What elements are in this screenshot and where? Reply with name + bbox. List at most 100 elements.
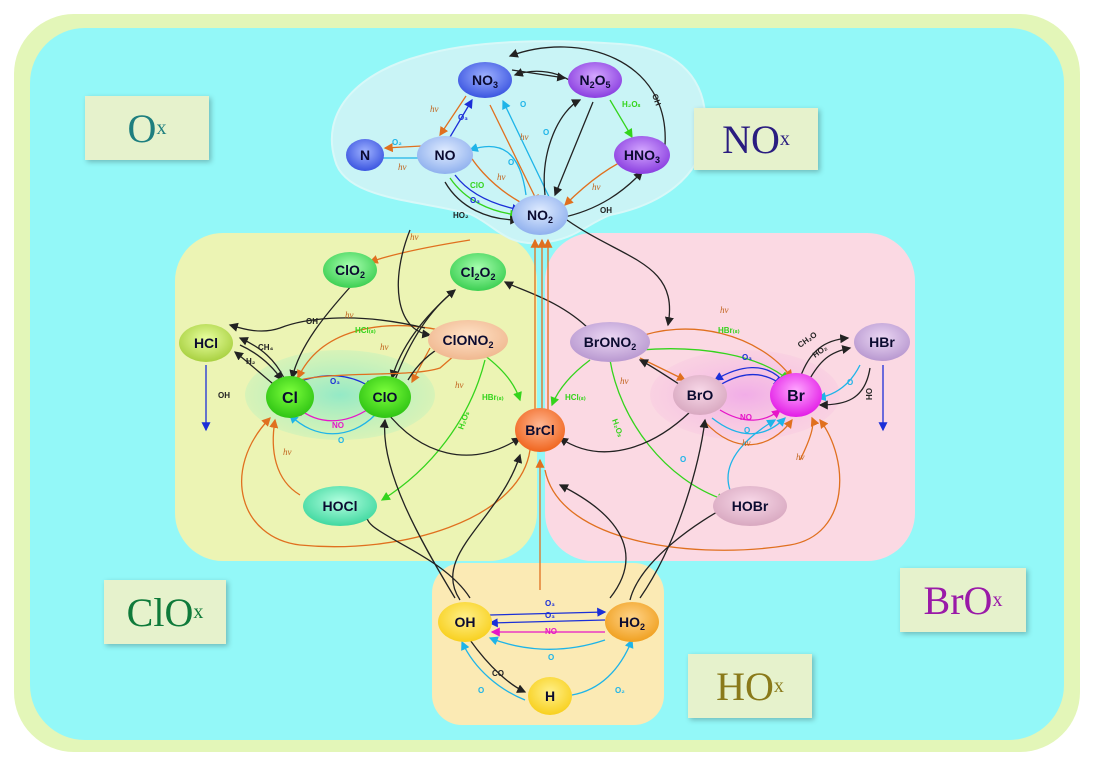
arrow-clono2-to-hocl (380, 359, 486, 501)
node-hocl[interactable]: HOCl (303, 486, 377, 526)
svg-text:BrCl: BrCl (525, 422, 555, 438)
arrow-no-to-no2-clo (449, 177, 520, 219)
arrow-no-to-no2-ho2 (444, 181, 520, 225)
label-o-bro: O (744, 426, 750, 435)
node-oh[interactable]: OH (438, 602, 492, 642)
svg-text:ClONO2: ClONO2 (443, 332, 494, 350)
node-brono2[interactable]: BrONO2 (570, 322, 650, 362)
svg-text:NO2: NO2 (527, 207, 553, 225)
svg-text:N: N (360, 147, 370, 163)
svg-text:N2O5: N2O5 (579, 72, 610, 90)
arrow-oh-to-h-co (469, 639, 527, 693)
svg-text:ClO: ClO (373, 389, 398, 405)
node-no[interactable]: NO (417, 136, 473, 174)
arrow-oh-to-brcl (452, 453, 523, 601)
node-bro[interactable]: BrO (673, 375, 727, 415)
family-clox-sub: x (193, 600, 204, 623)
svg-text:NO: NO (435, 147, 456, 163)
label-hv-n: hν (398, 162, 407, 172)
label-oh-no3: OH (650, 93, 663, 108)
node-n2o5[interactable]: N2O5 (568, 62, 622, 98)
node-cl[interactable]: Cl (266, 376, 314, 418)
arrow-hbr-to-br-oh (818, 367, 871, 410)
svg-text:HO2: HO2 (619, 614, 645, 632)
svg-text:HNO3: HNO3 (624, 147, 660, 165)
node-hcl[interactable]: HCl (179, 324, 233, 362)
node-no3[interactable]: NO3 (458, 62, 512, 98)
node-ho2[interactable]: HO2 (605, 602, 659, 642)
hox-region (432, 563, 664, 725)
label-o3-br: O₃ (742, 353, 752, 362)
arrow-brono2-to-br-hv (629, 328, 793, 380)
arrow-hobr-to-br-hv (799, 416, 820, 461)
label-hv-clono2: hν (380, 342, 389, 352)
label-hv-hocl: hν (283, 447, 292, 457)
svg-text:ClO2: ClO2 (335, 262, 365, 280)
arrow-no3-to-no2-hv (489, 104, 539, 205)
node-hbr[interactable]: HBr (854, 323, 910, 361)
node-clo2[interactable]: ClO2 (323, 252, 377, 288)
arrow-brcl-to-br-hv (544, 418, 841, 551)
label-o3-cl: O₃ (330, 377, 340, 386)
label-hv-brono2-br: hν (720, 305, 729, 315)
svg-text:NO3: NO3 (472, 72, 498, 90)
label-oh-hbr: OH (864, 388, 873, 400)
label-o3-ho2: O₃ (545, 611, 555, 620)
arrow-hcl-to-cl-oh (239, 344, 283, 382)
svg-text:HOBr: HOBr (732, 498, 769, 514)
arrow-no-to-no2-o3 (454, 174, 522, 213)
node-h[interactable]: H (528, 677, 572, 715)
label-o-h: O (478, 686, 484, 695)
node-n[interactable]: N (346, 139, 384, 171)
label-o3-oh: O₃ (545, 599, 555, 608)
label-o3-no: O₃ (470, 196, 480, 205)
label-hv-bro: hν (742, 438, 751, 448)
arrow-n2o5-to-hno3 (609, 99, 633, 139)
arrow-clono2-to-hcl-oh (228, 317, 426, 332)
arrow-clo-to-cl-o (289, 414, 376, 435)
node-hobr[interactable]: HOBr (713, 486, 787, 526)
label-o2-n: O₂ (392, 138, 402, 147)
svg-text:HBr: HBr (869, 334, 895, 350)
node-brcl[interactable]: BrCl (515, 408, 565, 452)
arrow-to-clo2-hv (368, 239, 471, 264)
arrow-no-to-no3 (449, 98, 473, 138)
label-o-no3: O (520, 100, 526, 109)
arrow-oh-to-clo (379, 418, 456, 599)
arrow-br-bro-o3 (713, 367, 783, 381)
label-h2o-n2o5: H₂Oₛ (622, 100, 641, 109)
node-no2[interactable]: NO2 (512, 195, 568, 235)
arrow-bro-to-br-o (711, 417, 786, 435)
arrow-ho2-to-bro (639, 418, 709, 599)
arrow-ho2-to-brcl (558, 484, 627, 599)
label-ho2-no: HO₂ (453, 211, 469, 220)
label-hv-no3-no2: hν (520, 132, 529, 142)
arrow-br-to-hbr-ho2 (807, 345, 852, 383)
arrow-brcl-to-cl-hv (241, 417, 531, 548)
label-hv-hobr: hν (796, 452, 805, 462)
node-clo[interactable]: ClO (359, 376, 411, 418)
node-clono2[interactable]: ClONO2 (428, 320, 508, 360)
arrow-no2-to-no-o (468, 143, 527, 196)
arrow-no2-to-clono2 (397, 229, 432, 339)
arrow-hobr-to-br-o (727, 419, 777, 491)
label-oh-clono2-hcl: OH (306, 317, 318, 326)
node-br[interactable]: Br (770, 373, 822, 417)
label-hv-clono2-cl: hν (345, 310, 354, 320)
arrow-ho2-to-oh-o3 (488, 618, 606, 628)
label-hbr-s-brono2: HBr₍ₛ₎ (718, 326, 740, 335)
label-no-bro: NO (740, 413, 752, 422)
node-hno3[interactable]: HNO3 (614, 136, 670, 174)
label-o-hbr: O (847, 378, 853, 387)
arrow-bro-to-brcl (558, 411, 691, 453)
arrow-no2-to-hno3-oh (559, 171, 643, 219)
node-cl2o2[interactable]: Cl2O2 (450, 253, 506, 291)
arrow-cl-to-hcl-ch4 (238, 337, 285, 379)
arrow-bro-to-br-hv (704, 418, 793, 446)
label-o-hobr: O (680, 455, 686, 464)
